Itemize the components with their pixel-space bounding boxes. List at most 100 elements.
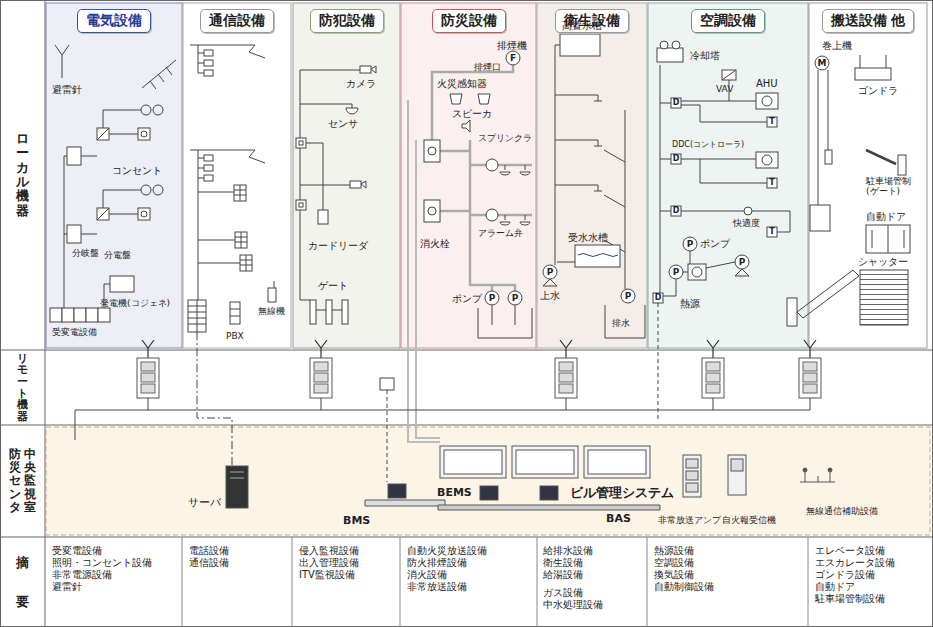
summary-item: 電話設備 bbox=[189, 545, 290, 557]
part-label: 排煙機 bbox=[497, 40, 527, 52]
central-art bbox=[803, 468, 807, 472]
electric-art bbox=[67, 225, 81, 243]
fire-art bbox=[408, 51, 532, 442]
summary-cell: 熱源設備空調設備換気設備自動制御設備 bbox=[654, 545, 806, 625]
fire-art bbox=[424, 140, 440, 162]
central-art bbox=[588, 450, 646, 474]
hvac-art bbox=[735, 255, 749, 269]
remote-art bbox=[702, 340, 724, 398]
part-label: シャッター bbox=[858, 256, 908, 268]
hvac-art bbox=[762, 155, 772, 165]
security-art bbox=[299, 141, 303, 145]
summary-item: エスカレータ設備 bbox=[815, 557, 927, 569]
summary-item: 侵入監視設備 bbox=[299, 545, 398, 557]
security-art bbox=[350, 181, 361, 188]
central-art bbox=[444, 450, 502, 474]
transport-art bbox=[787, 298, 797, 326]
symbol-letter: P bbox=[547, 267, 554, 277]
summary-cell: 電話設備通信設備 bbox=[189, 545, 290, 625]
part-label: 上水 bbox=[540, 290, 560, 302]
part-label: 無線通信補助設備 bbox=[806, 507, 878, 517]
electric-art bbox=[50, 308, 62, 322]
fire-art bbox=[506, 51, 520, 65]
telecom-art bbox=[188, 45, 276, 332]
summary-item: 通信設備 bbox=[189, 557, 290, 569]
electric-art bbox=[138, 128, 150, 140]
part-label: 自動ドア bbox=[866, 211, 906, 223]
category-panel: 通信設備 bbox=[183, 3, 291, 348]
hvac-art bbox=[658, 303, 659, 420]
part-label: DDC(コントローラ) bbox=[672, 140, 744, 149]
central-art bbox=[230, 472, 244, 478]
part-label: BEMS bbox=[437, 487, 472, 500]
security-art bbox=[299, 203, 303, 207]
hvac-art bbox=[671, 98, 681, 108]
telecom-art bbox=[188, 300, 206, 332]
central-art bbox=[584, 446, 650, 478]
hvac-art bbox=[657, 48, 683, 62]
part-label: 消火栓 bbox=[420, 238, 450, 250]
hvac-art bbox=[660, 65, 671, 293]
telecom-art bbox=[204, 165, 213, 171]
part-label: 自火報受信機 bbox=[722, 516, 776, 526]
security-art bbox=[310, 300, 316, 324]
panel-ground bbox=[809, 3, 927, 348]
part-label: 非常放送アンプ bbox=[658, 516, 721, 526]
central-art bbox=[800, 472, 835, 482]
hvac-art bbox=[653, 41, 790, 420]
category-heading: 搬送設備 他 bbox=[822, 9, 915, 33]
summary-item: 受変電設備 bbox=[52, 545, 180, 557]
symbol-letter: P bbox=[739, 257, 746, 267]
remote-art bbox=[555, 340, 577, 398]
symbol-letter: T bbox=[769, 117, 774, 126]
category-panel: 搬送設備 他 bbox=[809, 3, 927, 348]
hvac-art bbox=[681, 101, 790, 232]
symbol-letter: D bbox=[655, 293, 662, 302]
part-label: コンセント bbox=[112, 165, 162, 177]
remote-art bbox=[380, 378, 394, 390]
part-label: ポンプ bbox=[700, 238, 730, 250]
summary-item: 自動制御設備 bbox=[654, 581, 806, 593]
part-label: カードリーダ bbox=[308, 240, 368, 252]
summary-item: 非常放送設備 bbox=[407, 581, 535, 593]
transport-art bbox=[815, 56, 829, 70]
electric-art bbox=[81, 156, 97, 234]
transport-art bbox=[866, 225, 910, 253]
fire-art bbox=[486, 159, 498, 171]
part-label: 排水 bbox=[612, 318, 630, 328]
symbol-letter: F bbox=[510, 53, 516, 63]
plumbing-art bbox=[575, 245, 620, 267]
telecom-art bbox=[235, 232, 247, 248]
central-art bbox=[438, 505, 660, 510]
remote-art bbox=[310, 340, 332, 398]
security-art bbox=[296, 138, 306, 148]
summary-item: 熱源設備 bbox=[654, 545, 806, 557]
part-label: 排煙口 bbox=[474, 62, 501, 72]
summary-cell: 侵入監視設備出入管理設備ITV監視設備 bbox=[299, 545, 398, 625]
category-panel: 空調設備 bbox=[648, 3, 808, 348]
part-label: VAV bbox=[716, 84, 733, 94]
telecom-art bbox=[234, 185, 246, 201]
telecom-art bbox=[204, 175, 213, 181]
plumbing-art bbox=[621, 289, 635, 303]
central-art bbox=[731, 459, 743, 471]
summary-cell: エレベータ設備エスカレータ設備ゴンドラ設備自動ドア駐車場管制設備 bbox=[815, 545, 927, 625]
part-label: サーバ bbox=[188, 497, 221, 510]
row-title: 摘要 bbox=[16, 543, 29, 621]
telecom-art bbox=[240, 255, 252, 271]
fire-art bbox=[485, 291, 499, 305]
part-label: カメラ bbox=[346, 78, 376, 90]
hvac-art bbox=[663, 251, 735, 296]
central-art bbox=[226, 466, 248, 508]
transport-art bbox=[797, 270, 859, 318]
fire-art bbox=[478, 305, 532, 338]
electric-art bbox=[62, 308, 74, 322]
category-panel: 防犯設備 bbox=[293, 3, 400, 348]
central-art bbox=[365, 500, 445, 506]
summary-item: ガス設備 bbox=[543, 587, 645, 599]
security-art bbox=[300, 300, 342, 310]
electric-art bbox=[110, 276, 134, 292]
remote-art bbox=[197, 332, 232, 466]
plumbing-art bbox=[543, 279, 557, 286]
